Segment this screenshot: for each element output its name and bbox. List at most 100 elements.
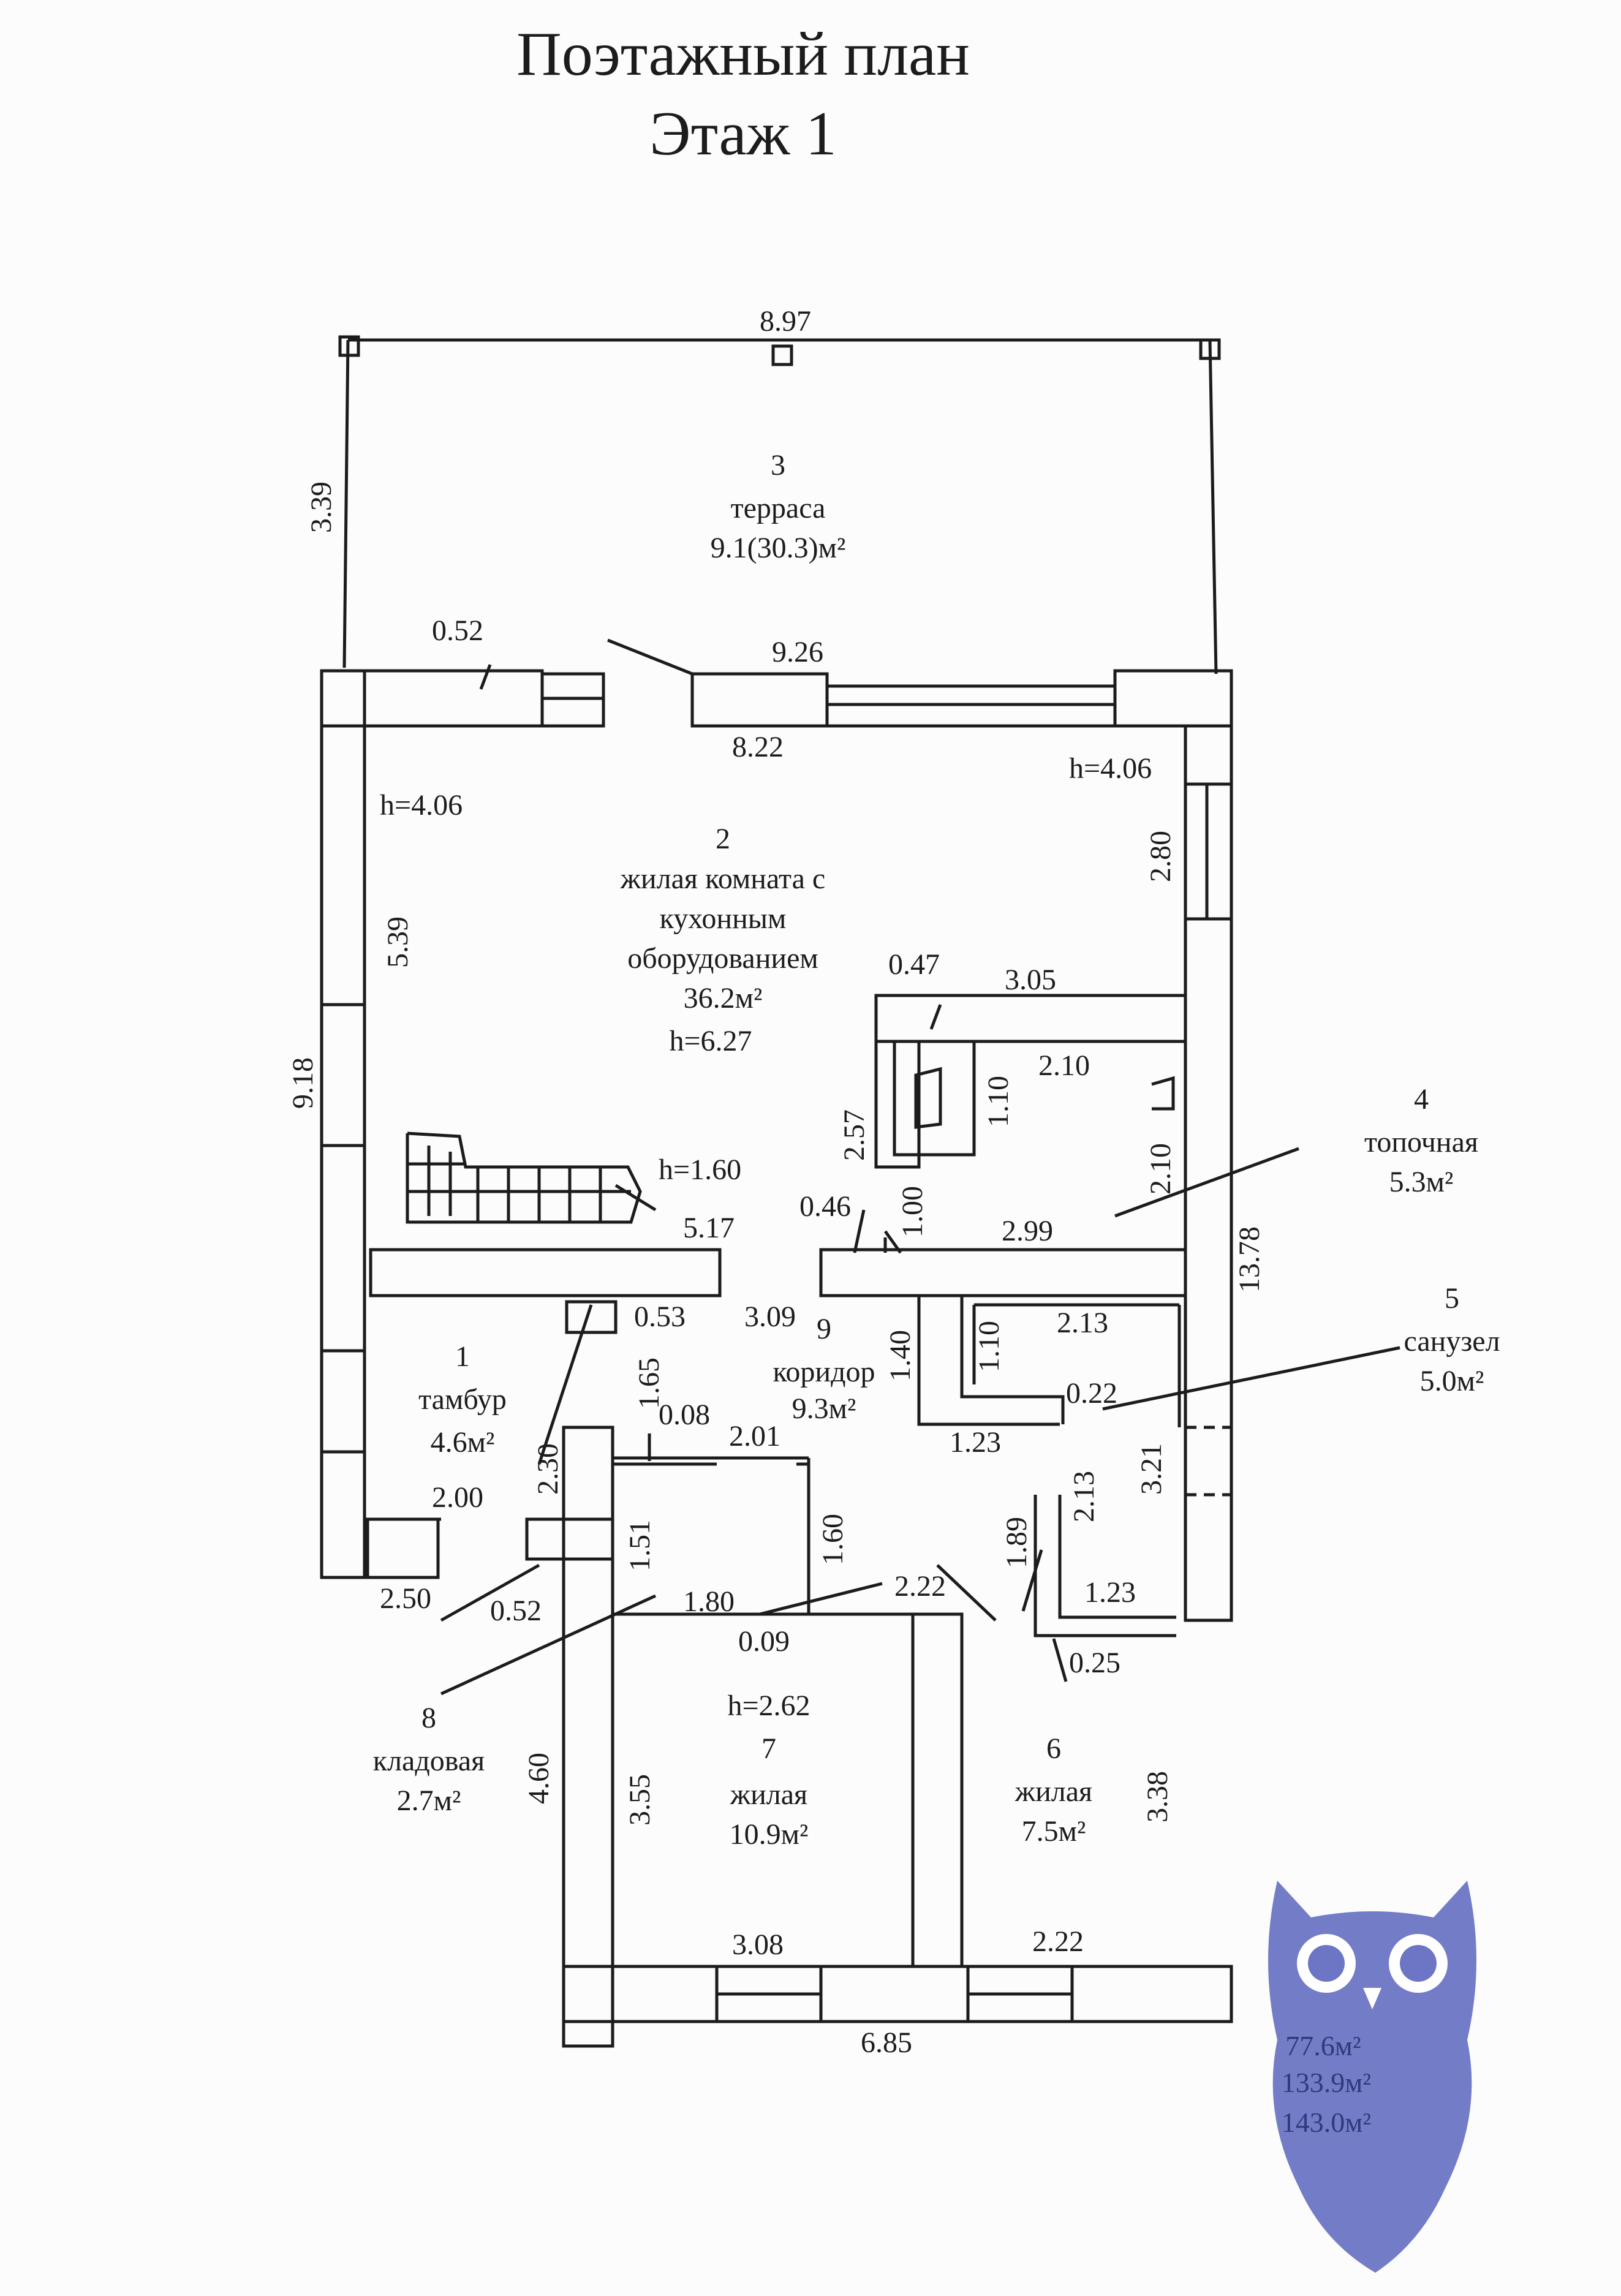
dim-label: 3.21 (1135, 1443, 1168, 1495)
dim-label: 13.78 (1233, 1226, 1266, 1293)
height-label: h=1.60 (659, 1154, 741, 1186)
dim-label: 1.65 (633, 1358, 665, 1409)
top-right-wall (1113, 669, 1233, 728)
dim-label: 0.53 (634, 1301, 686, 1333)
dim-label: 3.09 (744, 1301, 796, 1333)
top-wall-segment (690, 672, 829, 728)
room-area: 2.7м² (397, 1784, 461, 1817)
room-number: 5 (1445, 1282, 1459, 1315)
room-area: 9.1(30.3)м² (711, 532, 846, 564)
room-name: терраса (731, 492, 826, 524)
dim-label: 2.10 (1038, 1049, 1090, 1082)
bath-wall (960, 1296, 1065, 1424)
dim-label: 5.17 (683, 1212, 735, 1244)
room-number: 1 (455, 1340, 470, 1373)
height-label: h=4.06 (1069, 752, 1152, 785)
room-area: 9.3м² (792, 1392, 856, 1425)
dim-label: 0.47 (888, 948, 940, 981)
partition-wall (911, 1612, 964, 1968)
terrace-edge (342, 339, 350, 668)
dim-label: 2.30 (532, 1443, 564, 1495)
terrace-post (1199, 338, 1221, 360)
left-outer-wall (320, 669, 366, 1579)
dim-label: 2.00 (432, 1481, 483, 1514)
dim-label: 1.40 (884, 1330, 916, 1381)
lower-left-wall (562, 1426, 614, 2048)
boiler-icon (1151, 1076, 1175, 1111)
room-name: жилая (730, 1778, 807, 1811)
room-number: 9 (817, 1313, 831, 1345)
dim-label: 3.08 (732, 1928, 784, 1961)
dim-label: 3.39 (305, 481, 338, 533)
dim-label: 2.13 (1057, 1307, 1108, 1339)
dim-label: 0.08 (659, 1399, 710, 1431)
dim-label: 8.97 (760, 305, 811, 338)
dim-label: 0.22 (1066, 1377, 1117, 1410)
room-area: 7.5м² (1022, 1815, 1086, 1848)
room-name: оборудованием (627, 942, 818, 975)
bottom-wall (562, 1965, 1233, 2023)
dim-label: 2.01 (729, 1420, 780, 1452)
dim-label: 2.22 (894, 1570, 946, 1603)
stove-block (874, 1040, 921, 1169)
total-area: 77.6м² (1285, 2030, 1361, 2061)
dim-label: 0.46 (799, 1190, 851, 1223)
dim-label: 1.00 (896, 1186, 929, 1237)
dim-label: 2.10 (1144, 1143, 1177, 1195)
room-number: 6 (1046, 1732, 1061, 1765)
middle-partition (819, 1248, 1187, 1297)
room-name: жилая (1015, 1775, 1092, 1808)
dim-label: 2.13 (1068, 1471, 1100, 1522)
room-area: 5.3м² (1389, 1166, 1454, 1198)
room-number: 3 (771, 449, 785, 481)
dim-label: 1.10 (973, 1321, 1005, 1372)
dim-label: 3.55 (624, 1774, 656, 1826)
bath-wall (917, 1296, 1060, 1426)
room-height: h=6.27 (669, 1025, 752, 1057)
wall-stub (565, 1300, 618, 1334)
dim-label: 1.80 (683, 1585, 735, 1618)
dim-label: 0.52 (490, 1595, 542, 1627)
room-height: h=2.62 (727, 1690, 810, 1722)
dim-label: 2.50 (380, 1582, 431, 1615)
dim-label: 2.99 (1002, 1215, 1053, 1247)
total-area: 133.9м² (1282, 2067, 1371, 2098)
dim-label: 9.26 (772, 636, 823, 668)
room-number: 7 (761, 1732, 776, 1765)
dim-label: 0.09 (738, 1625, 790, 1658)
room-area: 5.0м² (1420, 1365, 1484, 1397)
stove-icon (914, 1067, 942, 1129)
dim-label: 1.89 (1000, 1517, 1033, 1568)
middle-partition (369, 1248, 722, 1297)
owl-logo-icon (1268, 1881, 1476, 2273)
dim-label: 8.22 (732, 731, 784, 763)
height-label: h=4.06 (380, 789, 463, 821)
dim-label: 1.60 (817, 1514, 849, 1565)
terrace-post (771, 344, 793, 366)
room-number: 2 (716, 823, 730, 855)
total-area: 143.0м² (1282, 2107, 1371, 2138)
room-area: 36.2м² (684, 982, 763, 1014)
room-number: 8 (421, 1702, 436, 1734)
room-name: топочная (1364, 1126, 1478, 1158)
staircase (406, 1131, 642, 1224)
dim-label: 3.38 (1141, 1771, 1174, 1822)
floor-subtitle: Этаж 1 (649, 99, 837, 168)
room-name: тамбур (418, 1383, 507, 1416)
wall-stub (525, 1517, 614, 1561)
room-name: кухонным (660, 902, 787, 935)
plan-title: Поэтажный план (516, 20, 970, 89)
room-name: жилая комната с (620, 863, 825, 895)
dim-label: 1.10 (982, 1076, 1015, 1127)
stove-wall (874, 994, 1187, 1043)
dim-label: 1.23 (1084, 1576, 1136, 1609)
dim-label: 6.85 (861, 2026, 912, 2059)
dim-label: 2.22 (1032, 1925, 1084, 1958)
dim-label: 1.51 (624, 1520, 656, 1571)
dim-label: 0.25 (1069, 1647, 1120, 1679)
entrance-door (366, 1517, 440, 1579)
dim-label: 9.18 (287, 1057, 319, 1109)
terrace-post (338, 335, 360, 357)
